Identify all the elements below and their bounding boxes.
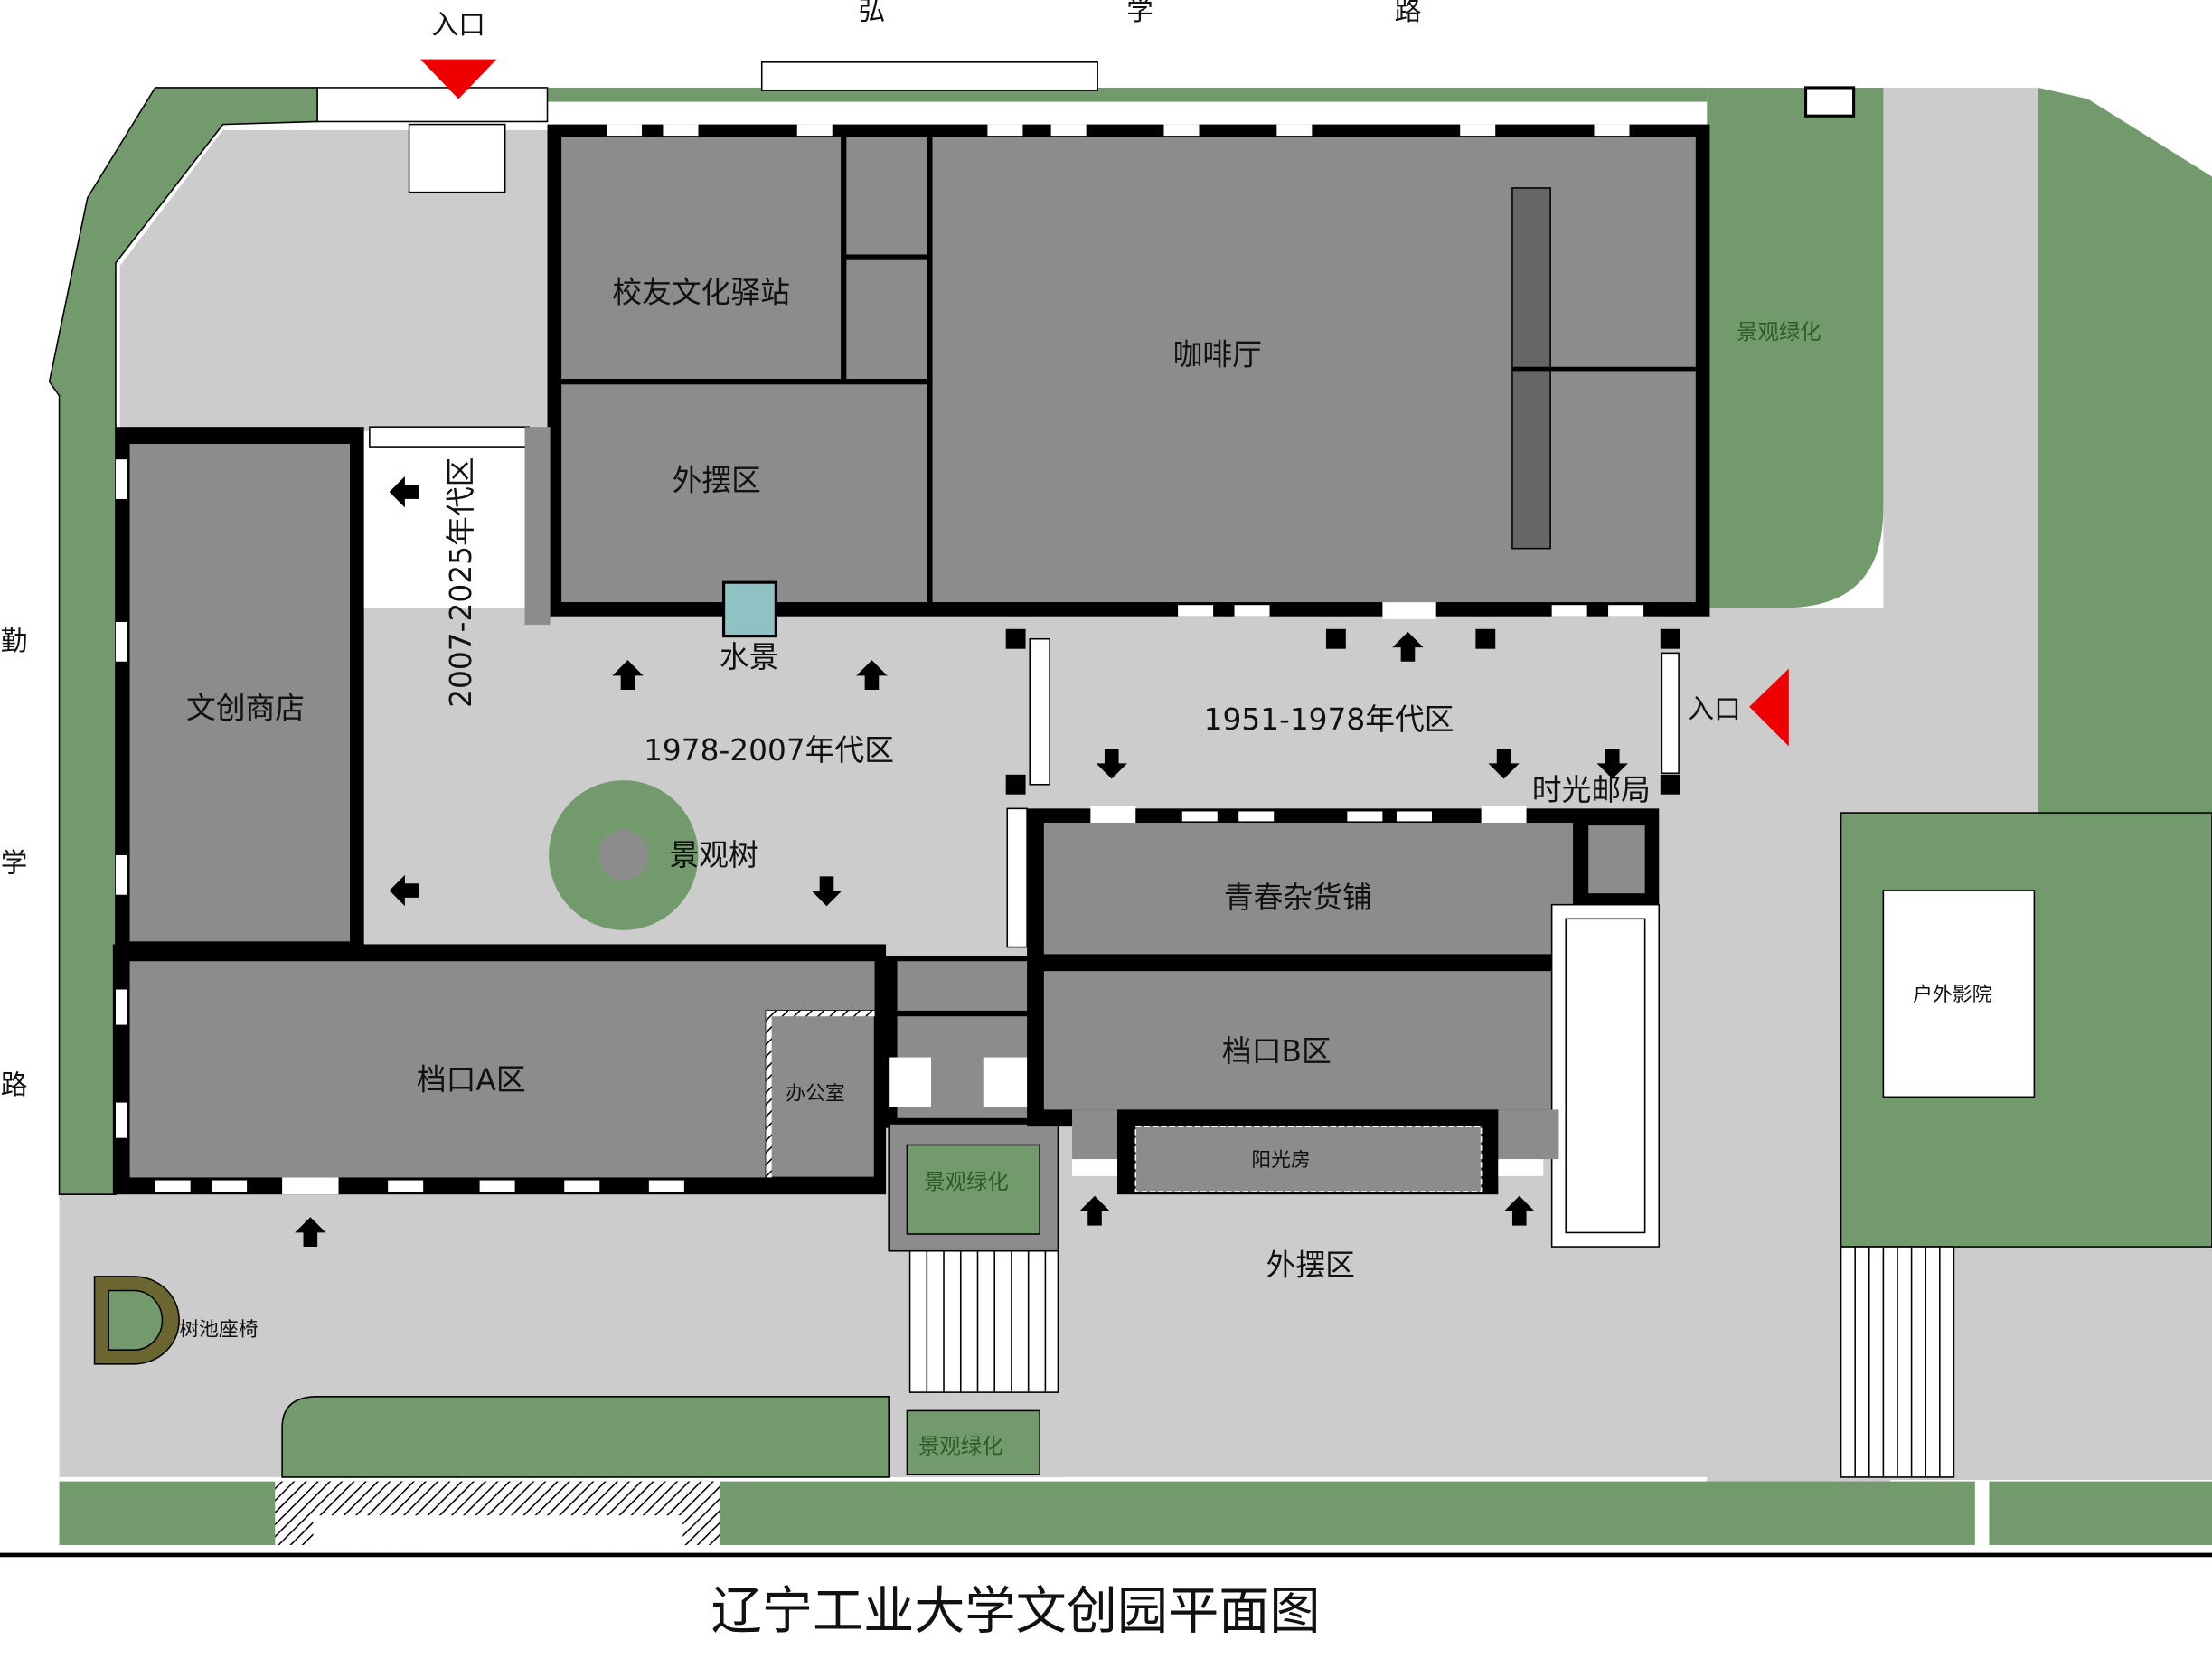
label-outdoor-cinema: 户外影院 (1913, 984, 1991, 1006)
label-outdoor-area-south: 外摆区 (1266, 1248, 1355, 1282)
label-sunroom: 阳光房 (1251, 1149, 1311, 1172)
grocery-door[interactable] (1090, 806, 1136, 823)
plaza-northwest (119, 129, 551, 431)
post-office-door[interactable] (1481, 806, 1527, 823)
label-green: 景观绿化 (924, 1169, 1009, 1194)
green-east (2038, 87, 2212, 814)
label-stall-a: 档口A区 (417, 1062, 526, 1097)
label-zone-2007-2025: 2007-2025年代区 (444, 457, 478, 707)
stall-b-door-west[interactable] (1072, 1159, 1117, 1176)
entrance-steps-north[interactable] (408, 123, 506, 193)
road-top-char: 学 (1126, 0, 1153, 26)
room-stall-a[interactable] (129, 961, 875, 1178)
label-cafe: 咖啡厅 (1173, 337, 1262, 372)
label-creative-shop: 文创商店 (186, 691, 305, 725)
room-small-2 (846, 259, 927, 380)
label-time-post-office: 时光邮局 (1532, 773, 1651, 807)
room-outdoor-area-north[interactable] (561, 384, 927, 603)
room-office[interactable] (765, 1010, 876, 1179)
east-walkway (1550, 903, 1661, 1248)
water-feature (722, 580, 777, 638)
road-left-char: 勤 (1, 625, 28, 656)
road-top-char: 路 (1395, 0, 1422, 26)
stairs-center[interactable] (908, 1249, 1059, 1393)
green-strip-southeast (1989, 1481, 2212, 1545)
room-small-1 (846, 137, 927, 255)
room-creative-shop[interactable] (129, 443, 351, 942)
arrow-left-icon (389, 476, 419, 508)
room-stall-b[interactable] (1043, 971, 1574, 1110)
hatched-area-inner (313, 1515, 683, 1545)
tree-trunk (598, 829, 649, 881)
label-zone-1978-2007: 1978-2007年代区 (644, 733, 894, 768)
label-landscape-tree: 景观树 (670, 838, 758, 872)
entrance-path-north (316, 87, 549, 123)
page-title: 辽宁工业大学文创园平面图 (711, 1582, 1321, 1641)
outdoor-cinema (1882, 890, 2036, 1098)
label-alumni-station: 校友文化驿站 (612, 276, 790, 310)
green-south-small (906, 1409, 1040, 1475)
north-gate (760, 61, 1098, 91)
entrance-east-label: 入口 (1687, 693, 1740, 724)
green-strip-north (547, 87, 1708, 102)
windows (115, 124, 1644, 1192)
room-alumni-station[interactable] (561, 137, 842, 380)
stall-b-door-east[interactable] (1498, 1159, 1544, 1176)
label-green: 景观绿化 (918, 1433, 1003, 1458)
green-west (48, 87, 318, 1195)
green-south-bed (281, 1396, 890, 1478)
stall-a-door[interactable] (282, 1177, 339, 1195)
road-top-char: 弘 (859, 0, 886, 26)
label-water-feature: 水景 (720, 640, 779, 674)
cafe-door[interactable] (1382, 602, 1436, 619)
label-tree-pool-seat: 树池座椅 (179, 1319, 258, 1342)
green-center (906, 1144, 1040, 1235)
paving-southeast (1953, 1243, 2212, 1481)
entrance-marker-north[interactable] (420, 59, 497, 99)
label-zone-1951-1978: 1951-1978年代区 (1204, 702, 1454, 737)
north-kiosk (1803, 86, 1856, 118)
planter (524, 427, 551, 626)
label-green: 景观绿化 (1737, 319, 1821, 344)
label-outdoor-area-north: 外摆区 (673, 464, 761, 498)
room-sunroom[interactable] (1134, 1126, 1483, 1192)
label-stall-b: 档口B区 (1222, 1034, 1332, 1069)
label-office: 办公室 (786, 1082, 845, 1105)
label-youth-grocery: 青春杂货铺 (1224, 881, 1372, 915)
entrance-north-label: 入口 (432, 8, 485, 40)
entrance-marker-east[interactable] (1749, 668, 1789, 747)
room-youth-grocery[interactable] (1043, 822, 1574, 955)
green-northeast (1707, 87, 1884, 608)
road-left-char: 路 (1, 1069, 28, 1100)
road-left-char: 学 (1, 847, 28, 879)
